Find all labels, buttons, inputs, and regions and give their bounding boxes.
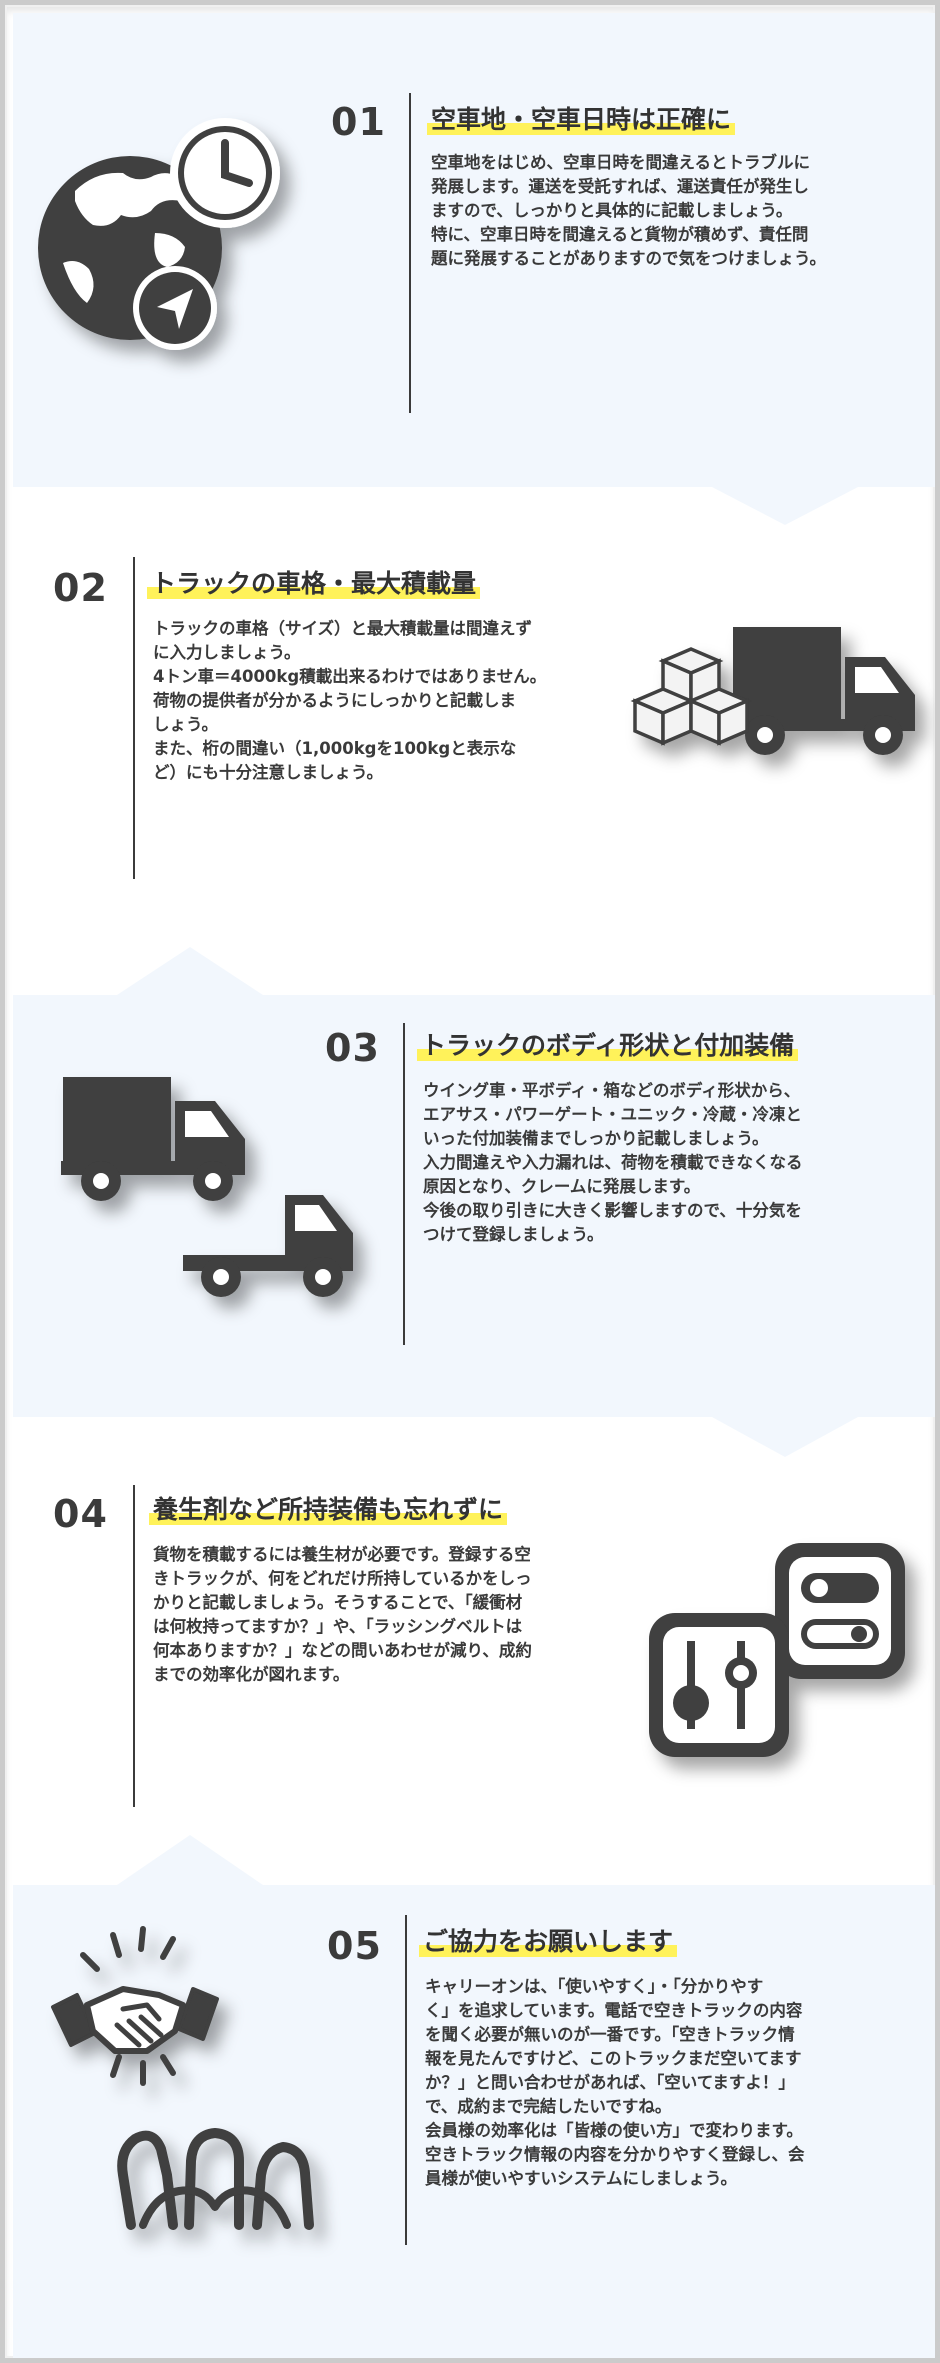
truck-with-boxes-icon: [630, 615, 915, 789]
section-05-background: [13, 1835, 935, 2358]
section-05-number: 05: [327, 1924, 382, 1968]
text-line: 会員様の効率化は「皆様の使い方」で変わります。: [425, 2121, 803, 2140]
text-line: く」を追求しています。電話で空きトラックの内容: [425, 2001, 803, 2020]
text-line: 員様が使いやすいシステムにしましょう。: [425, 2169, 738, 2188]
text-line: 何本ありますか？」などの問いあわせが減り、成約: [153, 1641, 532, 1660]
section-01: 01 空車地・空車日時は正確に 空車地をはじめ、空車日時を間違えるとトラブルに …: [13, 13, 935, 525]
section-04-divider: [133, 1485, 135, 1807]
text-line: かりと記載しましょう。そうすることで、「緩衝材: [153, 1593, 523, 1612]
section-03-number: 03: [325, 1026, 380, 1070]
text-line: に入力しましょう。: [153, 643, 301, 662]
section-03-background: [13, 947, 935, 1457]
text-line: 空車地をはじめ、空車日時を間違えるとトラブルに: [431, 153, 811, 172]
text-line: 題に発展することがありますので気をつけましょう。: [431, 249, 827, 268]
text-line: いった付加装備までしっかり記載しましょう。: [423, 1129, 769, 1148]
text-line: 荷物の提供者が分かるようにしっかりと記載しま: [153, 691, 516, 710]
text-line: で、成約まで完結したいですね。: [425, 2097, 672, 2116]
equipment-toggles-icon: [643, 1537, 913, 1771]
text-line: までの効率化が図れます。: [153, 1665, 350, 1684]
section-03-text: ウイング車・平ボディ・箱などのボディ形状から、 エアサス・パワーゲート・ユニック…: [423, 1079, 863, 1247]
section-04: 04 養生剤など所持装備も忘れずに 貨物を積載するには養生材が必要です。登録する…: [13, 1457, 935, 1887]
section-05-divider: [405, 1915, 407, 2245]
text-line: つけて登録しましょう。: [423, 1225, 604, 1244]
section-01-title: 空車地・空車日時は正確に: [427, 105, 736, 135]
section-01-divider: [409, 93, 411, 413]
section-01-text: 空車地をはじめ、空車日時を間違えるとトラブルに 発展します。運送を受託すれば、運…: [431, 151, 881, 271]
text-line: ますので、しっかりと具体的に記載しましょう。: [431, 201, 793, 220]
text-line: しょう。: [153, 715, 219, 734]
truck-body-types-icon: [53, 1067, 373, 1321]
text-line: は何枚持ってますか？」や、「ラッシングベルトは: [153, 1617, 523, 1636]
section-05-title: ご協力をお願いします: [419, 1927, 678, 1957]
text-line: 空きトラック情報の内容を分かりやすく登録し、会: [425, 2145, 805, 2164]
globe-clock-compass-icon: [35, 113, 295, 367]
section-04-number: 04: [53, 1492, 108, 1536]
text-line: 今後の取り引きに大きく影響しますので、十分気を: [423, 1201, 802, 1220]
text-line: 発展します。運送を受託すれば、運送責任が発生し: [431, 177, 809, 196]
section-03-divider: [403, 1023, 405, 1345]
text-line: 原因となり、クレームに発展します。: [423, 1177, 701, 1196]
section-02: 02 トラックの車格・最大積載量 トラックの車格（サイズ）と最大積載量は間違えず…: [13, 525, 935, 995]
section-05: 05 ご協力をお願いします キャリーオンは、「使いやすく」・「分かりやす く」を…: [13, 1835, 935, 2358]
section-01-number: 01: [331, 100, 386, 144]
text-line: キャリーオンは、「使いやすく」・「分かりやす: [425, 1977, 764, 1996]
text-line: 特に、空車日時を間違えると貨物が積めず、責任問: [431, 225, 809, 244]
text-line: 4トン車＝4000kg積載出来るわけではありません。: [153, 667, 547, 686]
section-02-number: 02: [53, 566, 108, 610]
text-line: トラックの車格（サイズ）と最大積載量は間違えず: [153, 619, 533, 638]
text-line: 報を見たんですけど、このトラックまだ空いてます: [425, 2049, 802, 2068]
text-line: 入力間違えや入力漏れは、荷物を積載できなくなる: [423, 1153, 803, 1172]
section-04-text: 貨物を積載するには養生材が必要です。登録する空 きトラックが、何をどれだけ所持し…: [153, 1543, 593, 1687]
text-line: また、桁の間違い（1,000kgを100kgと表示な: [153, 739, 517, 758]
text-line: ど）にも十分注意しましょう。: [153, 763, 384, 782]
handshake-people-icon: [43, 1925, 373, 2239]
section-02-title: トラックの車格・最大積載量: [147, 569, 481, 599]
section-02-text: トラックの車格（サイズ）と最大積載量は間違えず に入力しましょう。 4トン車＝4…: [153, 617, 583, 785]
section-05-text: キャリーオンは、「使いやすく」・「分かりやす く」を追求しています。電話で空きト…: [425, 1975, 865, 2191]
text-line: エアサス・パワーゲート・ユニック・冷蔵・冷凍と: [423, 1105, 802, 1124]
section-03: 03 トラックのボディ形状と付加装備 ウイング車・平ボディ・箱などのボディ形状か…: [13, 947, 935, 1457]
text-line: きトラックが、何をどれだけ所持しているかをしっ: [153, 1569, 532, 1588]
section-04-title: 養生剤など所持装備も忘れずに: [149, 1495, 508, 1525]
text-line: を聞く必要が無いのが一番です。「空きトラック情: [425, 2025, 795, 2044]
section-02-divider: [133, 557, 135, 879]
text-line: か？」と問い合わせがあれば、「空いてますよ！」: [425, 2073, 795, 2092]
text-line: 貨物を積載するには養生材が必要です。登録する空: [153, 1545, 531, 1564]
section-03-title: トラックのボディ形状と付加装備: [417, 1031, 799, 1061]
text-line: ウイング車・平ボディ・箱などのボディ形状から、: [423, 1081, 801, 1100]
